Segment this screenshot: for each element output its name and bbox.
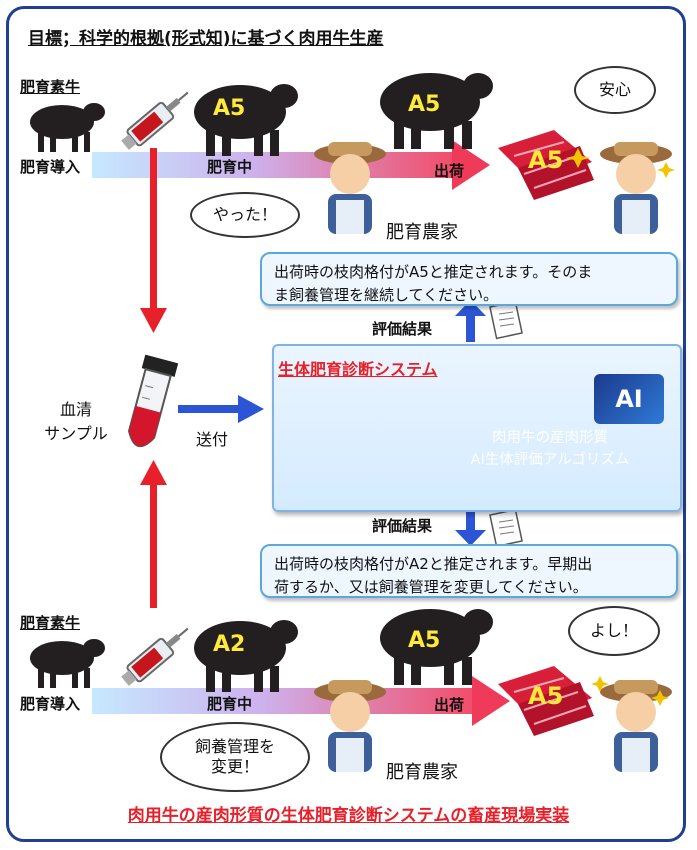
meat-icon [498,666,594,736]
serum-label-line2: サンプル [44,424,108,443]
calf-label-bottom: 肥育素牛 [20,614,81,632]
intro-label-top: 肥育導入 [20,158,81,176]
footer-caption: 肉用牛の産肉形質の生体肥育診断システムの畜産現場実装 [127,806,570,826]
speech-line: 飼養管理を [194,737,275,756]
speech-bubble-farmer-top: やった！ [190,192,300,238]
bottom-progress-arrow [92,676,510,726]
algorithm-label: 肉用牛の産肉形質 AI生体評価アルゴリズム [455,428,645,472]
serum-tube-icon [127,354,179,448]
calf-icon [30,103,105,152]
grade-badge-ship-bottom: A5 [408,628,441,653]
cattle-icon [194,84,298,156]
farmer-icon [314,680,386,772]
farmer-icon [314,142,386,234]
eval-result-label-top: 評価結果 [372,320,433,338]
cattle-icon [194,620,298,692]
diagnosis-system-panel [272,344,682,512]
document-icon [489,508,523,548]
fattening-label-top: 肥育中 [207,158,253,176]
algorithm-line: AI生体評価アルゴリズム [470,451,630,468]
speech-bubble-consumer-bottom: よし！ [568,606,660,656]
notice-line: 出荷時の枝肉格付がA5と推定されます。そのま [274,263,593,281]
grade-badge-ship-top: A5 [408,92,441,117]
farmer-icon [600,142,672,234]
result-arrow-up [455,300,486,342]
calf-icon [30,639,105,688]
speech-bubble-consumer-top: 安心 [574,66,656,114]
result-notice-bottom: 出荷時の枝肉格付がA2と推定されます。早期出 荷するか、又は飼養管理を変更してく… [260,544,678,598]
notice-line: ま飼養管理を継続してください。 [274,285,499,304]
grade-badge-fattening-bottom: A2 [213,632,246,657]
ship-label-bottom: 出荷 [434,696,465,714]
result-arrow-down [455,512,486,546]
grade-badge-meat-bottom: A5 [528,682,564,710]
result-notice-top: 出荷時の枝肉格付がA5と推定されます。そのま ま飼養管理を継続してください。 [260,252,678,306]
page-title: 目標；科学的根拠(形式知)に基づく肉用牛生産 [28,29,384,49]
farmer-label-top: 肥育農家 [386,222,458,243]
ship-label-top: 出荷 [434,162,465,180]
eval-result-label-bottom: 評価結果 [372,517,433,535]
syringe-icon [121,91,189,150]
notice-line: 出荷時の枝肉格付がA2と推定されます。早期出 [274,555,593,573]
grade-badge-meat-top: A5 [528,146,564,174]
sparkle-icon [566,148,675,706]
ai-badge-icon: AI [594,374,664,424]
calf-label-top: 肥育素牛 [20,78,81,96]
farmer-label-bottom: 肥育農家 [386,762,458,783]
fattening-label-bottom: 肥育中 [207,695,253,713]
send-arrow [178,395,264,423]
cattle-icon [380,609,493,685]
red-arrow-up [140,460,167,608]
document-icon [489,300,523,340]
grade-badge-fattening-top: A5 [213,96,246,121]
algorithm-line: 肉用牛の産肉形質 [492,430,608,446]
send-label: 送付 [196,430,229,449]
serum-label-line1: 血清 [59,400,92,419]
red-arrow-down [140,148,167,333]
cattle-icon [380,73,493,149]
speech-bubble-farmer-bottom: 飼養管理を 変更！ [160,722,310,792]
syringe-icon [121,627,189,686]
intro-label-bottom: 肥育導入 [20,695,81,713]
system-title: 生体肥育診断システム [278,360,438,379]
notice-line: 荷するか、又は飼養管理を変更してください。 [274,577,588,596]
speech-line: 変更！ [210,757,259,776]
